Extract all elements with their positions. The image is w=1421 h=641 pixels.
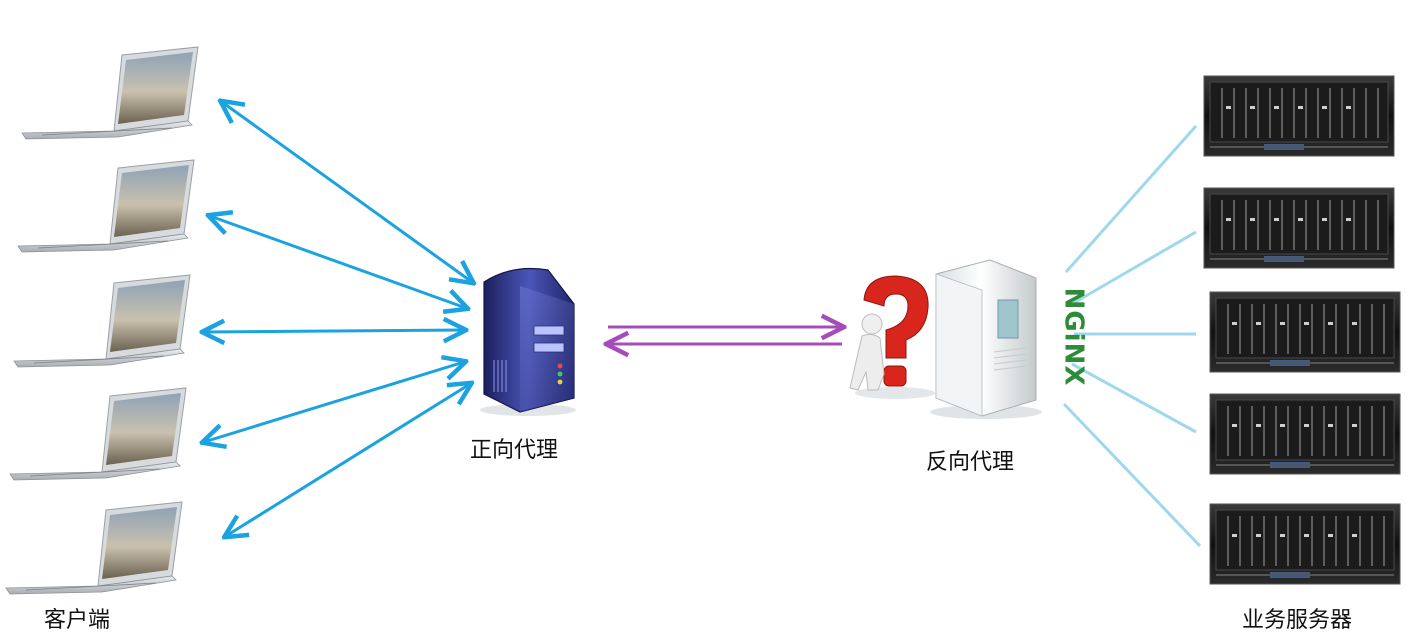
server-tower-icon — [480, 267, 576, 416]
label-business-servers: 业务服务器 — [1242, 608, 1353, 633]
laptop-icon — [5, 501, 183, 595]
server-link-5 — [1062, 402, 1202, 548]
rack-server-icon — [1209, 291, 1401, 373]
rack-server-icon — [1203, 75, 1395, 157]
business-server-4 — [1209, 393, 1401, 475]
forward-proxy-server — [480, 267, 576, 416]
business-server-3 — [1209, 291, 1401, 373]
client-arrow-2 — [210, 216, 466, 308]
client-laptop-5 — [5, 501, 183, 595]
laptop-icon — [21, 46, 199, 140]
rack-server-icon — [1209, 393, 1401, 475]
client-laptop-1 — [21, 46, 199, 140]
server-link-4 — [1071, 362, 1197, 434]
client-arrow-3 — [204, 330, 464, 332]
client-laptop-3 — [13, 274, 191, 368]
server-links — [1062, 125, 1202, 548]
rack-server-icon — [1203, 187, 1395, 269]
client-arrows — [204, 102, 472, 536]
rack-server-icon — [1209, 503, 1401, 585]
business-server-2 — [1203, 187, 1395, 269]
server-link-1 — [1064, 125, 1198, 273]
question-mark-figure-icon — [849, 275, 935, 399]
client-laptop-2 — [17, 159, 195, 253]
client-arrow-1 — [222, 102, 472, 282]
label-reverse-proxy: 反向代理 — [926, 450, 1015, 475]
label-forward-proxy: 正向代理 — [470, 438, 559, 463]
reverse-proxy-server — [930, 259, 1042, 419]
business-server-1 — [1203, 75, 1395, 157]
laptop-icon — [13, 274, 191, 368]
proxy-link-arrows — [608, 327, 842, 344]
laptop-icon — [9, 387, 187, 481]
client-arrow-4 — [204, 362, 464, 442]
label-clients: 客户端 — [44, 608, 111, 633]
server-tower-icon — [930, 259, 1042, 419]
server-link-2 — [1071, 230, 1197, 306]
laptop-icon — [17, 159, 195, 253]
business-server-5 — [1209, 503, 1401, 585]
nginx-logo: NGiNX — [1058, 287, 1089, 387]
client-laptop-4 — [9, 387, 187, 481]
client-arrow-5 — [226, 384, 470, 536]
